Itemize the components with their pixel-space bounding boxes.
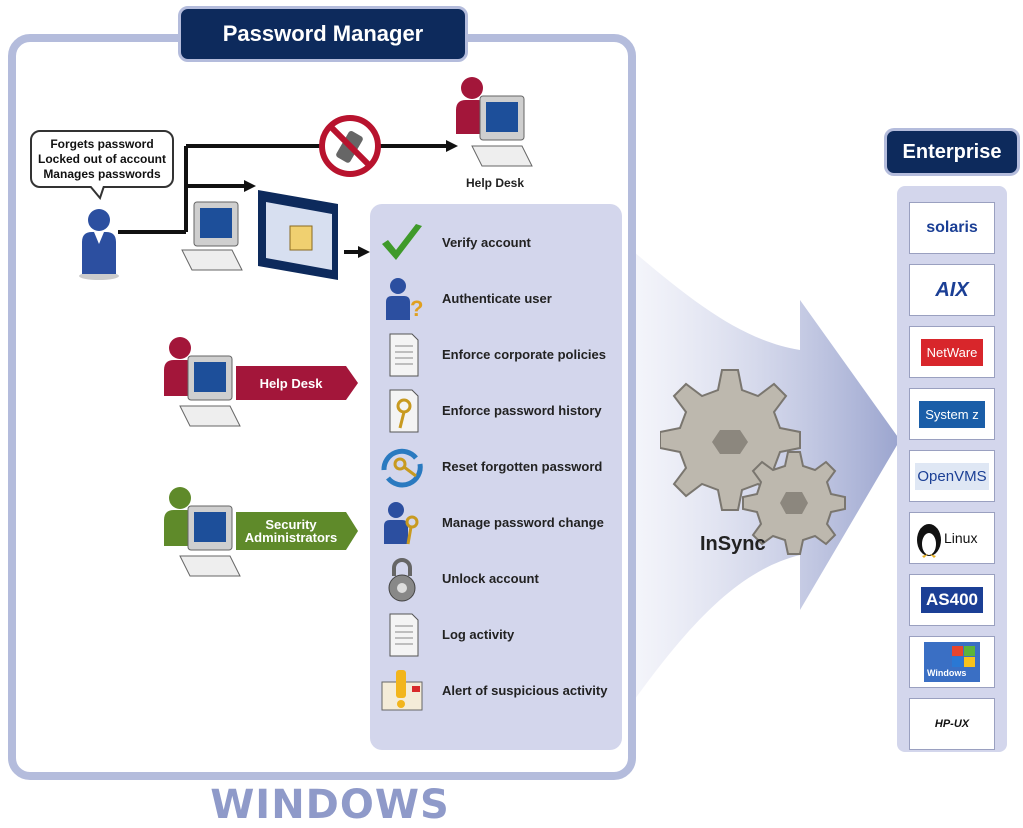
- task-label: Unlock account: [442, 570, 539, 586]
- security-banner-label: Security Administrators: [236, 512, 346, 550]
- no-phone-icon: [319, 115, 381, 177]
- svg-text:?: ?: [410, 296, 423, 321]
- enterprise-column: solaris AIX NetWare System z OpenVMS Lin…: [897, 186, 1007, 752]
- task-panel: Verify account ? Authenticate user Enfor…: [370, 204, 622, 750]
- hpux-logo: HP-UX: [934, 718, 970, 730]
- security-banner-shape: [236, 512, 358, 550]
- task-label: Manage password change: [442, 514, 604, 530]
- user-icon: [79, 209, 119, 280]
- document-key-icon: [389, 389, 419, 433]
- netware-logo: NetWare: [920, 338, 984, 366]
- helpdesk-person-icon: [164, 337, 241, 427]
- task-label: Reset forgotten password: [442, 458, 603, 474]
- task-label: Alert of suspicious activity: [442, 682, 608, 698]
- openvms-logo: OpenVMS: [915, 462, 989, 490]
- computer-icon: [181, 201, 243, 271]
- document-icon: [389, 333, 419, 377]
- system-openvms: OpenVMS: [909, 450, 995, 502]
- system-netware: NetWare: [909, 326, 995, 378]
- system-aix: AIX: [909, 264, 995, 316]
- padlock-icon: [388, 558, 416, 602]
- system-systemz: System z: [909, 388, 995, 440]
- log-document-icon: [389, 613, 419, 657]
- helpdesk-banner-label: Help Desk: [259, 375, 323, 391]
- task-enforce-history: Enforce password history: [370, 382, 622, 438]
- windows-flag-icon: [952, 646, 975, 667]
- task-label: Authenticate user: [442, 290, 552, 306]
- as400-logo: AS400: [921, 587, 983, 613]
- linux-label: Linux: [944, 530, 978, 546]
- task-unlock-account: Unlock account: [370, 550, 622, 606]
- user-key-icon: [384, 502, 419, 545]
- windows-label: Windows: [927, 668, 967, 678]
- system-hpux: HP-UX: [909, 698, 995, 750]
- helpdesk-banner-shape: [236, 366, 358, 400]
- user-question-icon: ?: [386, 278, 423, 321]
- task-label: Log activity: [442, 626, 515, 642]
- helpdesk-person-icon: [456, 77, 533, 167]
- systemz-logo: System z: [919, 400, 985, 428]
- task-log-activity: Log activity: [370, 606, 622, 662]
- need-1: Forgets password: [50, 137, 154, 151]
- task-reset-password: Reset forgotten password: [370, 438, 622, 494]
- task-verify-account: Verify account: [370, 214, 622, 270]
- system-solaris: solaris: [909, 202, 995, 254]
- task-label: Enforce password history: [442, 402, 602, 418]
- task-authenticate-user: ? Authenticate user: [370, 270, 622, 326]
- security-banner-line1: Security: [265, 517, 317, 532]
- need-3: Manages passwords: [43, 167, 161, 181]
- key-reset-icon: [381, 448, 423, 488]
- page-title: Password Manager: [178, 6, 468, 62]
- bubble-tail: [89, 186, 105, 200]
- system-windows: Windows: [909, 636, 995, 688]
- windows-logo: Windows: [924, 642, 980, 682]
- gears-icon: [660, 369, 846, 555]
- password-app-window-icon: [258, 190, 338, 280]
- helpdesk-top-label: Help Desk: [465, 176, 525, 190]
- security-banner-line2: Administrators: [244, 530, 338, 545]
- connector-lines: [118, 140, 458, 258]
- enterprise-title: Enterprise: [884, 128, 1020, 176]
- solaris-logo: solaris: [926, 219, 978, 236]
- windows-platform-label: WINDOWS: [210, 782, 450, 828]
- tux-icon: [917, 524, 941, 558]
- security-admin-person-icon: [164, 487, 241, 577]
- insync-label: InSync: [700, 533, 766, 555]
- user-needs-bubble: Forgets password Locked out of account M…: [30, 130, 174, 188]
- task-alert-suspicious: Alert of suspicious activity: [370, 662, 622, 718]
- need-2: Locked out of account: [37, 152, 166, 166]
- system-as400: AS400: [909, 574, 995, 626]
- task-enforce-policies: Enforce corporate policies: [370, 326, 622, 382]
- aix-logo: AIX: [935, 278, 969, 301]
- checkmark-icon: [382, 224, 422, 260]
- task-manage-change: Manage password change: [370, 494, 622, 550]
- system-linux: Linux: [909, 512, 995, 564]
- alert-icon: [381, 670, 423, 711]
- task-label: Enforce corporate policies: [442, 346, 606, 362]
- task-label: Verify account: [442, 234, 531, 250]
